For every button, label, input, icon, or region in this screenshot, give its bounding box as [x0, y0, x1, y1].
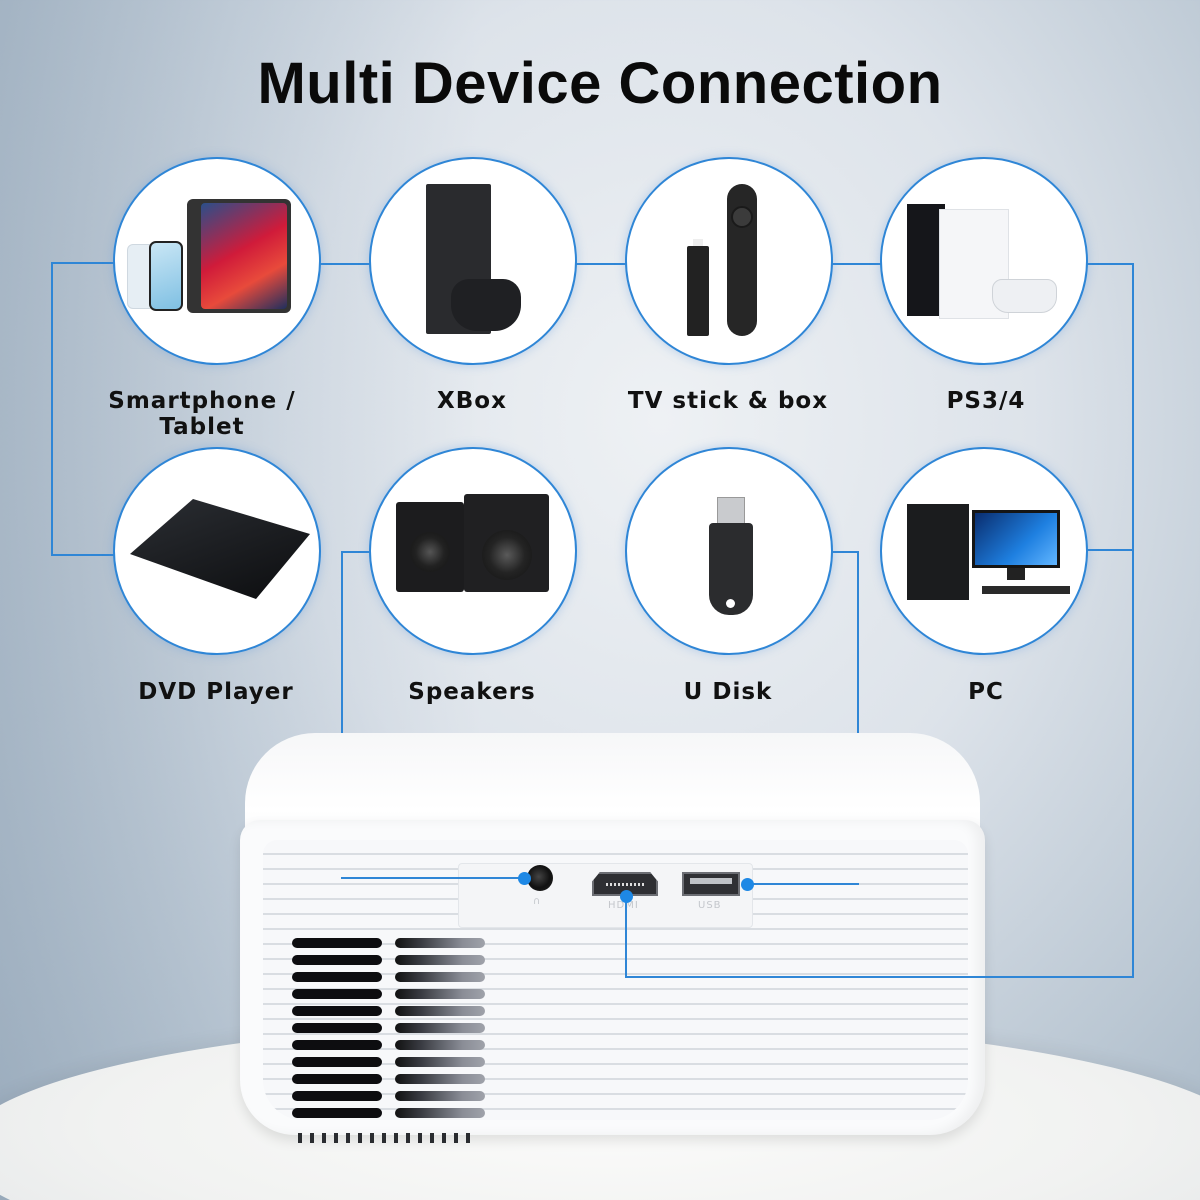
device-circle-dvd-player [113, 447, 321, 655]
wire-right-vertical [1132, 263, 1134, 978]
vent-slot [395, 938, 485, 948]
device-label-u-disk: U Disk [683, 679, 773, 705]
device-label-speakers: Speakers [408, 679, 536, 705]
vent-slot [292, 1023, 382, 1033]
audio-port-label: ∩ [533, 896, 542, 907]
wire-hdmi-down [625, 896, 627, 978]
wire-ps-right [1085, 263, 1134, 265]
wire-usb-to-udisk [748, 883, 859, 885]
page-title: Multi Device Connection [257, 51, 943, 116]
playstation-icon [907, 204, 1072, 329]
device-label-pc: PC [968, 679, 1004, 705]
wire-left-bracket-vertical [51, 262, 53, 556]
vent-slot [395, 1091, 485, 1101]
vent-slot [395, 989, 485, 999]
vent-slot [292, 1108, 382, 1118]
usb-connector-dot [741, 878, 754, 891]
vent-slot [292, 938, 382, 948]
xbox-icon [421, 184, 541, 339]
vent-slot [395, 1057, 485, 1067]
vent-slot [292, 955, 382, 965]
hdmi-port-label: HDMI [608, 900, 639, 911]
vent-slot [395, 1108, 485, 1118]
vent-slot [292, 1040, 382, 1050]
vent-slot [395, 1023, 485, 1033]
desktop-pc-icon [907, 504, 1072, 604]
vent-slot [292, 1057, 382, 1067]
vent-slot [292, 972, 382, 982]
speakers-icon [396, 494, 556, 594]
vent-slot [292, 989, 382, 999]
vent-slot [292, 1091, 382, 1101]
wire-speakers-h [341, 551, 371, 553]
wire-left-bracket-bottom [51, 554, 115, 556]
vent-slot [395, 972, 485, 982]
wire-tvstick-ps [830, 263, 882, 265]
vent-slot [395, 1074, 485, 1084]
vent-slot [395, 1040, 485, 1050]
device-label-xbox: XBox [437, 388, 507, 414]
device-label-tv-stick: TV stick & box [627, 388, 829, 414]
wire-udisk-h [829, 551, 859, 553]
device-label-playstation: PS3/4 [946, 388, 1026, 414]
device-circle-smartphone-tablet [113, 157, 321, 365]
usb-drive-icon [709, 497, 753, 617]
device-circle-u-disk [625, 447, 833, 655]
device-circle-playstation [880, 157, 1088, 365]
device-circle-speakers [369, 447, 577, 655]
wire-speakers-v [341, 551, 343, 879]
tv-stick-remote-icon [687, 184, 787, 344]
wire-speakers-to-jack [341, 877, 524, 879]
hdmi-connector-dot [620, 890, 633, 903]
device-label-smartphone-tablet: Smartphone / Tablet [108, 388, 296, 440]
bottom-vent-slots [298, 1133, 474, 1143]
usb-port-label: USB [698, 900, 722, 911]
device-circle-pc [880, 447, 1088, 655]
wire-pc-right [1085, 549, 1134, 551]
vent-slot [292, 1074, 382, 1084]
device-label-dvd-player: DVD Player [138, 679, 294, 705]
smartphone-tablet-icon [127, 199, 307, 319]
audio-connector-dot [518, 872, 531, 885]
wire-phone-xbox [318, 263, 370, 265]
wire-hdmi-to-right [625, 976, 1134, 978]
audio-jack-port [527, 865, 553, 891]
device-circle-tv-stick [625, 157, 833, 365]
vent-slot [395, 1006, 485, 1016]
vent-slot [292, 1006, 382, 1016]
dvd-player-icon [130, 499, 310, 609]
wire-udisk-v [857, 551, 859, 885]
usb-port [682, 872, 740, 896]
wire-xbox-tvstick [574, 263, 626, 265]
vent-slot [395, 955, 485, 965]
device-circle-xbox [369, 157, 577, 365]
wire-left-bracket-top [51, 262, 115, 264]
